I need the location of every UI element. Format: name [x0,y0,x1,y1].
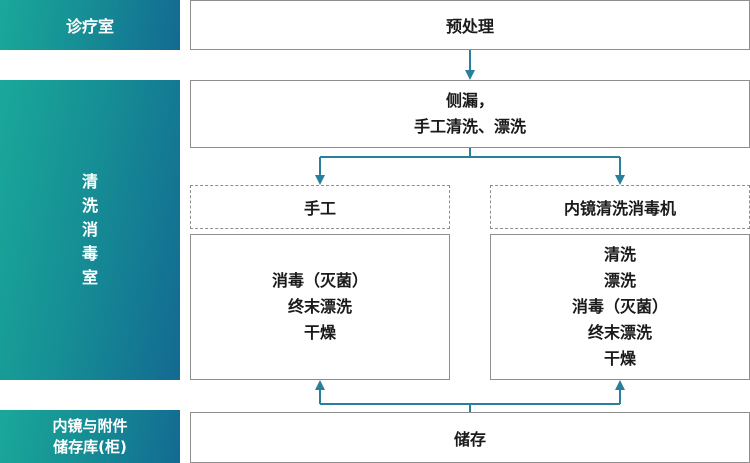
machine-step: 消毒（灭菌） [571,297,668,316]
room-cleaning-char: 清 [81,172,98,191]
room-cleaning: 清 洗 消 毒 室 [0,80,180,380]
room-storage-line: 储存库(柜) [53,437,127,456]
manual-step: 终末漂洗 [287,297,352,316]
step-leak-line: 手工清洗、漂洗 [413,117,526,136]
step-preprocess: 预处理 [190,0,750,50]
machine-step: 终末漂洗 [587,323,652,342]
step-storage-label: 储存 [453,429,486,449]
room-cleaning-char: 毒 [81,244,98,263]
manual-steps-box: 消毒（灭菌） 终末漂洗 干燥 [190,234,450,380]
machine-header: 内镜清洗消毒机 [490,185,750,229]
manual-step: 消毒（灭菌） [271,271,368,290]
step-leak-line: 侧漏， [445,91,494,110]
step-preprocess-label: 预处理 [445,17,494,36]
room-storage-line: 内镜与附件 [52,416,128,435]
manual-header: 手工 [190,185,450,229]
step-storage: 储存 [190,412,750,463]
machine-step: 清洗 [603,245,636,264]
room-clinic-label: 诊疗室 [65,17,114,36]
room-cleaning-char: 消 [81,220,98,239]
machine-header-label: 内镜清洗消毒机 [563,199,676,218]
room-cleaning-char: 室 [81,268,98,287]
room-storage: 内镜与附件 储存库(柜) [0,410,180,463]
step-leak-test: 侧漏， 手工清洗、漂洗 [190,80,750,148]
machine-steps-box: 清洗 漂洗 消毒（灭菌） 终末漂洗 干燥 [490,234,750,380]
manual-step: 干燥 [303,323,336,342]
room-clinic: 诊疗室 [0,0,180,50]
manual-header-label: 手工 [303,199,336,218]
machine-step: 漂洗 [603,271,636,290]
room-cleaning-char: 洗 [81,196,98,215]
machine-step: 干燥 [603,349,636,368]
